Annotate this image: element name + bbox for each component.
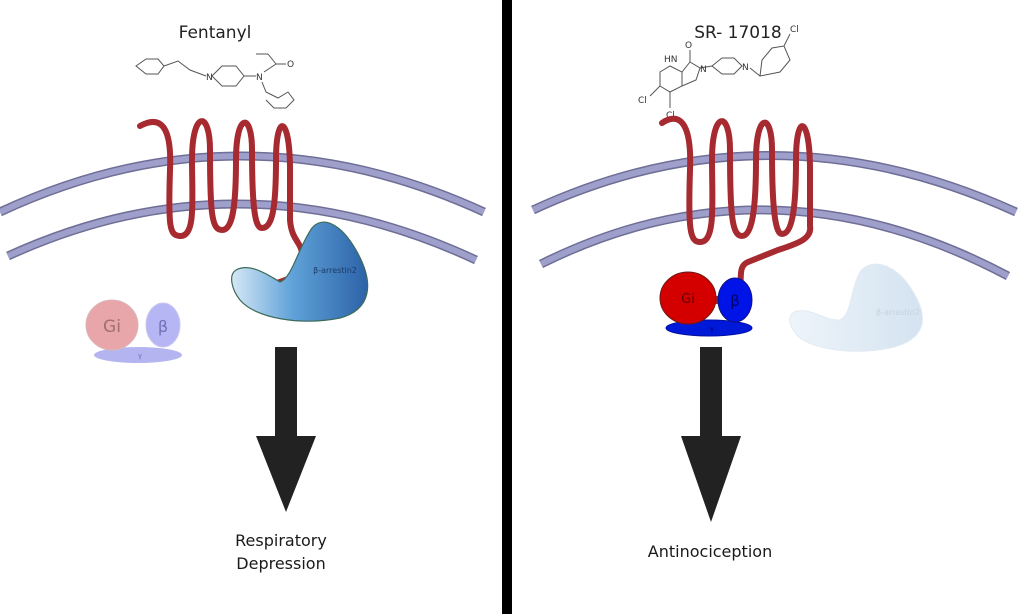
panel-sr17018: SR- 17018 HN O N N Cl Cl Cl <box>531 23 1018 561</box>
fentanyl-structure: N N O <box>135 53 295 109</box>
outcome-line-2-left: Depression <box>236 554 325 573</box>
beta-label-left: β <box>158 317 168 336</box>
opioid-receptor-right <box>659 115 814 299</box>
gi-label-right: Gi <box>681 292 695 307</box>
sr-atom-cl3: Cl <box>790 25 799 35</box>
signal-arrow-left <box>256 347 316 512</box>
sr-atom-o: O <box>685 41 692 51</box>
gi-label-left: Gi <box>103 317 121 337</box>
g-protein-dissociated: Gi β γ <box>85 299 182 363</box>
outcome-line-1-left: Respiratory <box>235 531 327 550</box>
ligand-title-fentanyl: Fentanyl <box>179 23 252 43</box>
signal-arrow-right <box>681 347 741 522</box>
g-protein-coupled: Gi β γ <box>659 271 753 337</box>
ligand-title-sr17018: SR- 17018 <box>694 23 782 43</box>
sr17018-structure: HN O N N Cl Cl Cl <box>638 25 799 121</box>
gamma-label-right: γ <box>710 325 714 333</box>
opioid-receptor-left <box>137 118 306 295</box>
sr-atom-cl1: Cl <box>638 96 647 106</box>
sr-atom-hn: HN <box>664 55 678 65</box>
fentanyl-atom-n2: N <box>256 73 263 83</box>
fentanyl-atom-o: O <box>287 60 294 70</box>
sr-atom-n2: N <box>742 63 749 73</box>
sr-atom-n1: N <box>700 65 707 75</box>
gamma-label-left: γ <box>138 352 142 360</box>
panel-divider <box>502 0 512 614</box>
beta-label-right: β <box>730 292 740 310</box>
arrestin-label-right: β-arrestin2 <box>876 308 920 317</box>
arrestin-label-left: β-arrestin2 <box>313 266 357 275</box>
outcome-line-1-right: Antinociception <box>648 542 772 561</box>
beta-arrestin2-recruited: β-arrestin2 <box>231 221 369 322</box>
beta-arrestin2-not-recruited: β-arrestin2 <box>789 263 923 352</box>
fentanyl-atom-n1: N <box>206 73 213 83</box>
panel-fentanyl: Fentanyl N N O β-arrestin2 <box>0 23 486 573</box>
